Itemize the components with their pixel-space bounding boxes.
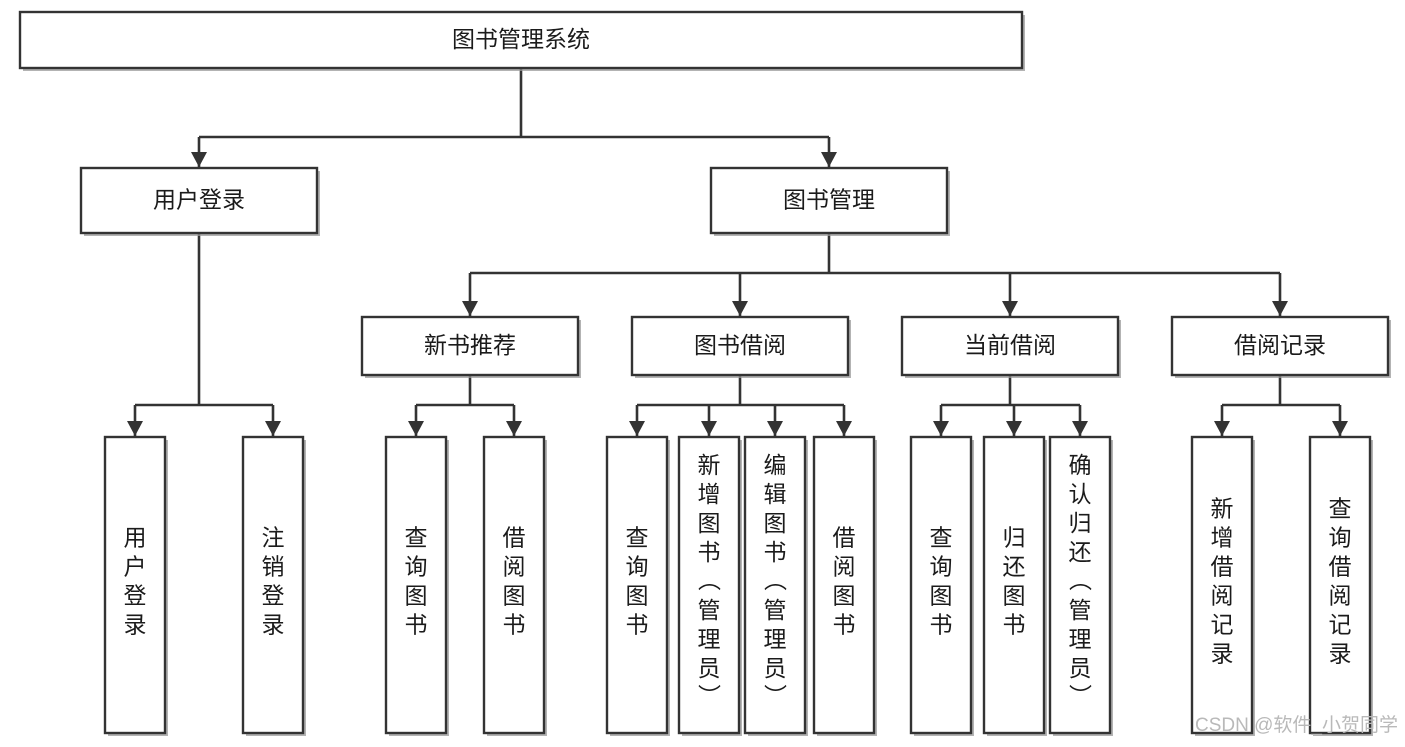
arrowhead (462, 301, 478, 316)
arrowhead (933, 421, 949, 436)
leaf-node-确认归还（管理员）[interactable]: 确认归还（管理员） (1048, 435, 1113, 736)
leaf-11-label: 新增借阅记录 (1211, 496, 1234, 667)
leaf-node-编辑图书（管理员）[interactable]: 编辑图书（管理员） (743, 435, 808, 736)
leaf-2-box[interactable] (384, 435, 448, 735)
l1-1-label: 图书管理 (783, 187, 875, 213)
watermark-layer: CSDN @软件_小贺同学 (1195, 714, 1398, 736)
leaf-9-box[interactable] (982, 435, 1046, 735)
arrowhead (191, 152, 207, 167)
leaf-node-查询图书[interactable]: 查询图书 (384, 435, 449, 736)
l2-1-box[interactable] (630, 315, 850, 377)
l2-3-label: 借阅记录 (1234, 332, 1326, 358)
leaf-2-label: 查询图书 (405, 525, 428, 638)
l2-1-label: 图书借阅 (694, 332, 786, 358)
arrowhead (821, 152, 837, 167)
nodes-layer: 图书管理系统用户登录图书管理新书推荐图书借阅当前借阅借阅记录用户登录注销登录查询… (18, 10, 1391, 736)
arrowhead (1332, 421, 1348, 436)
leaf-10-label: 确认归还（管理员） (1069, 452, 1093, 710)
node-level1-用户登录[interactable]: 用户登录 (79, 166, 320, 236)
connectors-layer (127, 68, 1348, 436)
leaf-11-box[interactable] (1190, 435, 1254, 735)
leaf-node-注销登录[interactable]: 注销登录 (241, 435, 306, 736)
arrowhead (629, 421, 645, 436)
arrowhead (701, 421, 717, 436)
node-level2-当前借阅[interactable]: 当前借阅 (900, 315, 1121, 378)
leaf-node-新增图书（管理员）[interactable]: 新增图书（管理员） (677, 435, 742, 736)
leaf-1-box[interactable] (241, 435, 305, 735)
leaf-0-label: 用户登录 (124, 525, 147, 638)
node-level2-图书借阅[interactable]: 图书借阅 (630, 315, 851, 378)
leaf-4-box[interactable] (605, 435, 669, 735)
leaf-1-label: 注销登录 (262, 525, 285, 638)
leaf-node-查询图书[interactable]: 查询图书 (909, 435, 974, 736)
leaf-node-借阅图书[interactable]: 借阅图书 (482, 435, 547, 736)
csdn-watermark: CSDN @软件_小贺同学 (1195, 714, 1398, 736)
leaf-8-box[interactable] (909, 435, 973, 735)
node-level2-新书推荐[interactable]: 新书推荐 (360, 315, 581, 378)
arrowhead (1002, 301, 1018, 316)
l2-0-box[interactable] (360, 315, 580, 377)
leaf-9-label: 归还图书 (1003, 525, 1026, 638)
leaf-5-box[interactable] (677, 435, 741, 735)
leaf-5-label: 新增图书（管理员） (698, 452, 722, 710)
leaf-12-box[interactable] (1308, 435, 1372, 735)
arrowhead (767, 421, 783, 436)
leaf-12-label: 查询借阅记录 (1329, 496, 1352, 667)
leaf-node-用户登录[interactable]: 用户登录 (103, 435, 168, 736)
arrowhead (265, 421, 281, 436)
leaf-6-label: 编辑图书（管理员） (764, 452, 788, 710)
node-level2-借阅记录[interactable]: 借阅记录 (1170, 315, 1391, 378)
leaf-node-归还图书[interactable]: 归还图书 (982, 435, 1047, 736)
l1-0-box[interactable] (79, 166, 319, 235)
arrowhead (408, 421, 424, 436)
root-box[interactable] (18, 10, 1024, 70)
leaf-10-box[interactable] (1048, 435, 1112, 735)
leaf-7-label: 借阅图书 (833, 525, 856, 638)
arrowhead (1006, 421, 1022, 436)
arrowhead (1072, 421, 1088, 436)
arrowhead (127, 421, 143, 436)
leaf-node-借阅图书[interactable]: 借阅图书 (812, 435, 877, 736)
leaf-8-label: 查询图书 (930, 525, 953, 638)
leaf-3-box[interactable] (482, 435, 546, 735)
leaf-3-label: 借阅图书 (503, 525, 526, 638)
leaf-node-查询图书[interactable]: 查询图书 (605, 435, 670, 736)
node-root-图书管理系统[interactable]: 图书管理系统 (18, 10, 1025, 71)
arrowhead (1272, 301, 1288, 316)
root-label: 图书管理系统 (452, 26, 590, 52)
l2-0-label: 新书推荐 (424, 332, 516, 358)
arrowhead (836, 421, 852, 436)
arrowhead (732, 301, 748, 316)
arrowhead (506, 421, 522, 436)
l2-2-label: 当前借阅 (964, 332, 1056, 358)
leaf-6-box[interactable] (743, 435, 807, 735)
l1-1-box[interactable] (709, 166, 949, 235)
leaf-7-box[interactable] (812, 435, 876, 735)
l2-3-box[interactable] (1170, 315, 1390, 377)
leaf-node-查询借阅记录[interactable]: 查询借阅记录 (1308, 435, 1373, 736)
l2-2-box[interactable] (900, 315, 1120, 377)
leaf-0-box[interactable] (103, 435, 167, 735)
leaf-4-label: 查询图书 (626, 525, 649, 638)
arrowhead (1214, 421, 1230, 436)
leaf-node-新增借阅记录[interactable]: 新增借阅记录 (1190, 435, 1255, 736)
node-level1-图书管理[interactable]: 图书管理 (709, 166, 950, 236)
l1-0-label: 用户登录 (153, 187, 245, 213)
